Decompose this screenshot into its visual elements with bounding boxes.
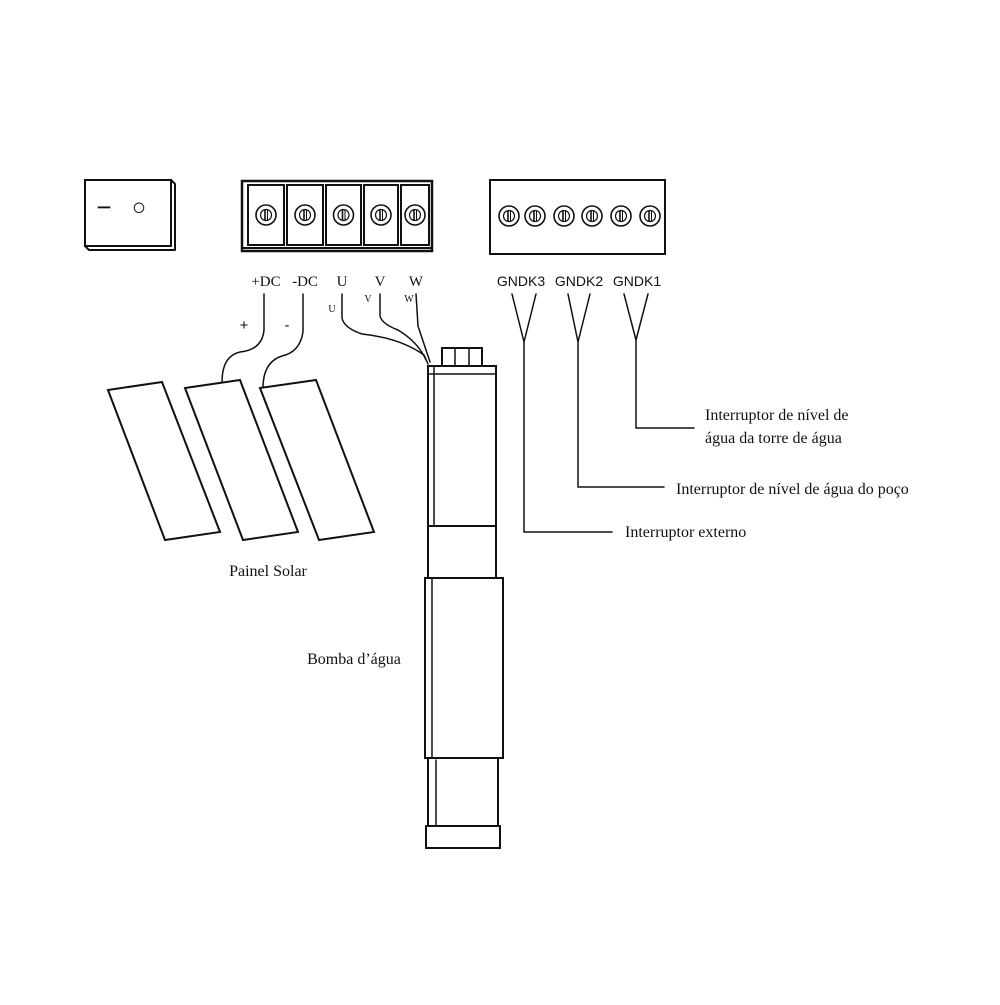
- wire-gndk3: [511, 293, 613, 533]
- terminal-label-plus-dc: +DC: [251, 274, 280, 290]
- terminal-screw-icon: [404, 204, 426, 226]
- wire-v: [379, 293, 427, 361]
- wire-u: [341, 293, 429, 365]
- wire-w: [415, 293, 431, 363]
- pump-base: [425, 825, 501, 849]
- sensor-label-gndk1: GNDK1: [613, 273, 661, 289]
- switch-on-symbol: ○: [132, 194, 147, 221]
- label-bomba-dagua: Bomba d’água: [307, 651, 401, 668]
- terminal-label-w: W: [409, 274, 424, 290]
- sensor-label-gndk2: GNDK2: [555, 273, 603, 289]
- pump-lower-section: [427, 757, 499, 829]
- solar-panel-3: [258, 378, 376, 542]
- wire-minus-dc: [262, 293, 304, 389]
- terminal-label-minus-dc: -DC: [292, 274, 318, 290]
- pump-motor-section: [427, 365, 497, 527]
- sensor-terminal-block: GNDK3 GNDK2 GNDK1: [489, 179, 666, 289]
- label-externo: Interruptor externo: [625, 524, 746, 541]
- label-painel-solar: Painel Solar: [229, 563, 307, 580]
- switch-off-symbol: −: [96, 192, 111, 222]
- water-pump: Bomba d’água: [307, 347, 504, 849]
- wire-label-v: V: [364, 294, 372, 305]
- pump-body-section: [424, 577, 504, 759]
- power-switch: − ○: [84, 179, 176, 251]
- terminal-screw-icon: [255, 204, 277, 226]
- label-poco: Interruptor de nível de água do poço: [676, 481, 909, 498]
- terminal-screw-icon: [639, 205, 661, 227]
- sensor-callouts: Interruptor de nível de água da torre de…: [625, 407, 909, 541]
- wire-gndk2: [567, 293, 665, 488]
- motor-wires: U V W: [328, 293, 431, 365]
- polarity-minus: -: [285, 317, 290, 334]
- terminal-screw-icon: [370, 204, 392, 226]
- terminal-screw-icon: [332, 204, 355, 226]
- wire-label-w: W: [404, 294, 414, 305]
- terminal-screw-icon: [498, 205, 520, 227]
- pump-mid-section: [427, 525, 497, 579]
- power-switch-body: [84, 179, 172, 247]
- terminal-screw-icon: [581, 205, 603, 227]
- sensor-label-gndk3: GNDK3: [497, 273, 545, 289]
- label-torre-line1: Interruptor de nível de: [705, 407, 849, 424]
- label-torre-line2: água da torre de água: [705, 430, 842, 447]
- solar-panel-2: [183, 378, 300, 542]
- power-switch-shadow: [84, 179, 176, 251]
- terminal-label-v: V: [375, 274, 386, 290]
- terminal-screw-icon: [524, 205, 546, 227]
- wire-plus-dc: [221, 293, 265, 383]
- sensor-wires: [511, 293, 695, 533]
- motor-terminal-block: +DC -DC U V W: [240, 179, 434, 290]
- wire-label-u: U: [328, 304, 336, 315]
- terminal-screw-icon: [553, 205, 575, 227]
- solar-panels: Painel Solar: [106, 378, 376, 580]
- solar-panel-1: [106, 380, 222, 542]
- polarity-plus: +: [240, 317, 249, 334]
- terminal-label-u: U: [337, 274, 348, 290]
- wire-gndk1: [623, 293, 695, 429]
- terminal-screw-icon: [610, 205, 632, 227]
- terminal-screw-icon: [294, 204, 316, 226]
- solar-wires: + -: [221, 293, 304, 389]
